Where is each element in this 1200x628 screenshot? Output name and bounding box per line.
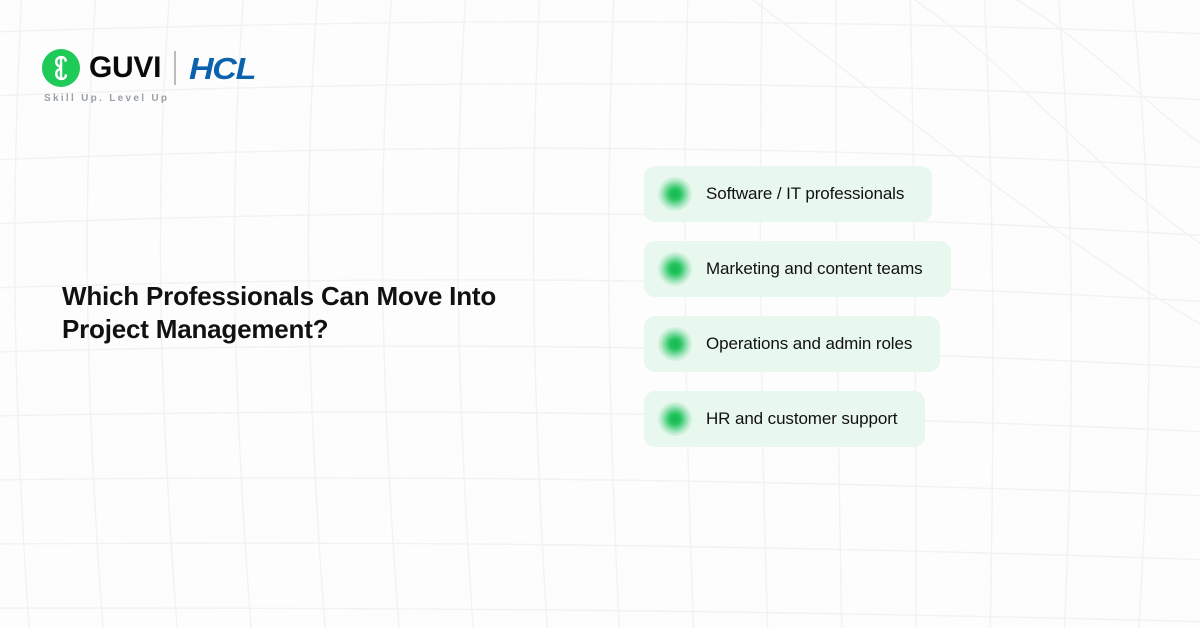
guvi-logo: GUVI xyxy=(42,49,161,87)
guvi-g-logo-icon xyxy=(42,49,80,87)
green-dot-bullet-icon xyxy=(658,177,692,211)
list-item-label: Marketing and content teams xyxy=(706,259,923,278)
list-item[interactable]: Software / IT professionals xyxy=(644,166,933,222)
professionals-list: Software / IT professionals Marketing an… xyxy=(644,166,951,447)
hcl-wordmark: HCL xyxy=(188,50,256,86)
list-item-label: Operations and admin roles xyxy=(706,334,913,353)
green-dot-bullet-icon xyxy=(658,327,692,361)
list-item[interactable]: Operations and admin roles xyxy=(644,316,941,372)
green-dot-bullet-icon xyxy=(658,252,692,286)
brand-logo-row: GUVI HCL xyxy=(42,48,256,88)
list-item[interactable]: Marketing and content teams xyxy=(644,241,951,297)
list-item-label: Software / IT professionals xyxy=(706,184,905,203)
guvi-wordmark: GUVI xyxy=(89,51,162,84)
list-item[interactable]: HR and customer support xyxy=(644,391,926,447)
brand-lockup: GUVI HCL Skill Up. Level Up xyxy=(42,48,256,104)
page-title: Which Professionals Can Move Into Projec… xyxy=(62,281,497,344)
brand-tagline: Skill Up. Level Up xyxy=(44,93,170,104)
vertical-divider-icon xyxy=(174,51,176,85)
list-item-label: HR and customer support xyxy=(706,409,898,428)
green-dot-bullet-icon xyxy=(658,402,692,436)
